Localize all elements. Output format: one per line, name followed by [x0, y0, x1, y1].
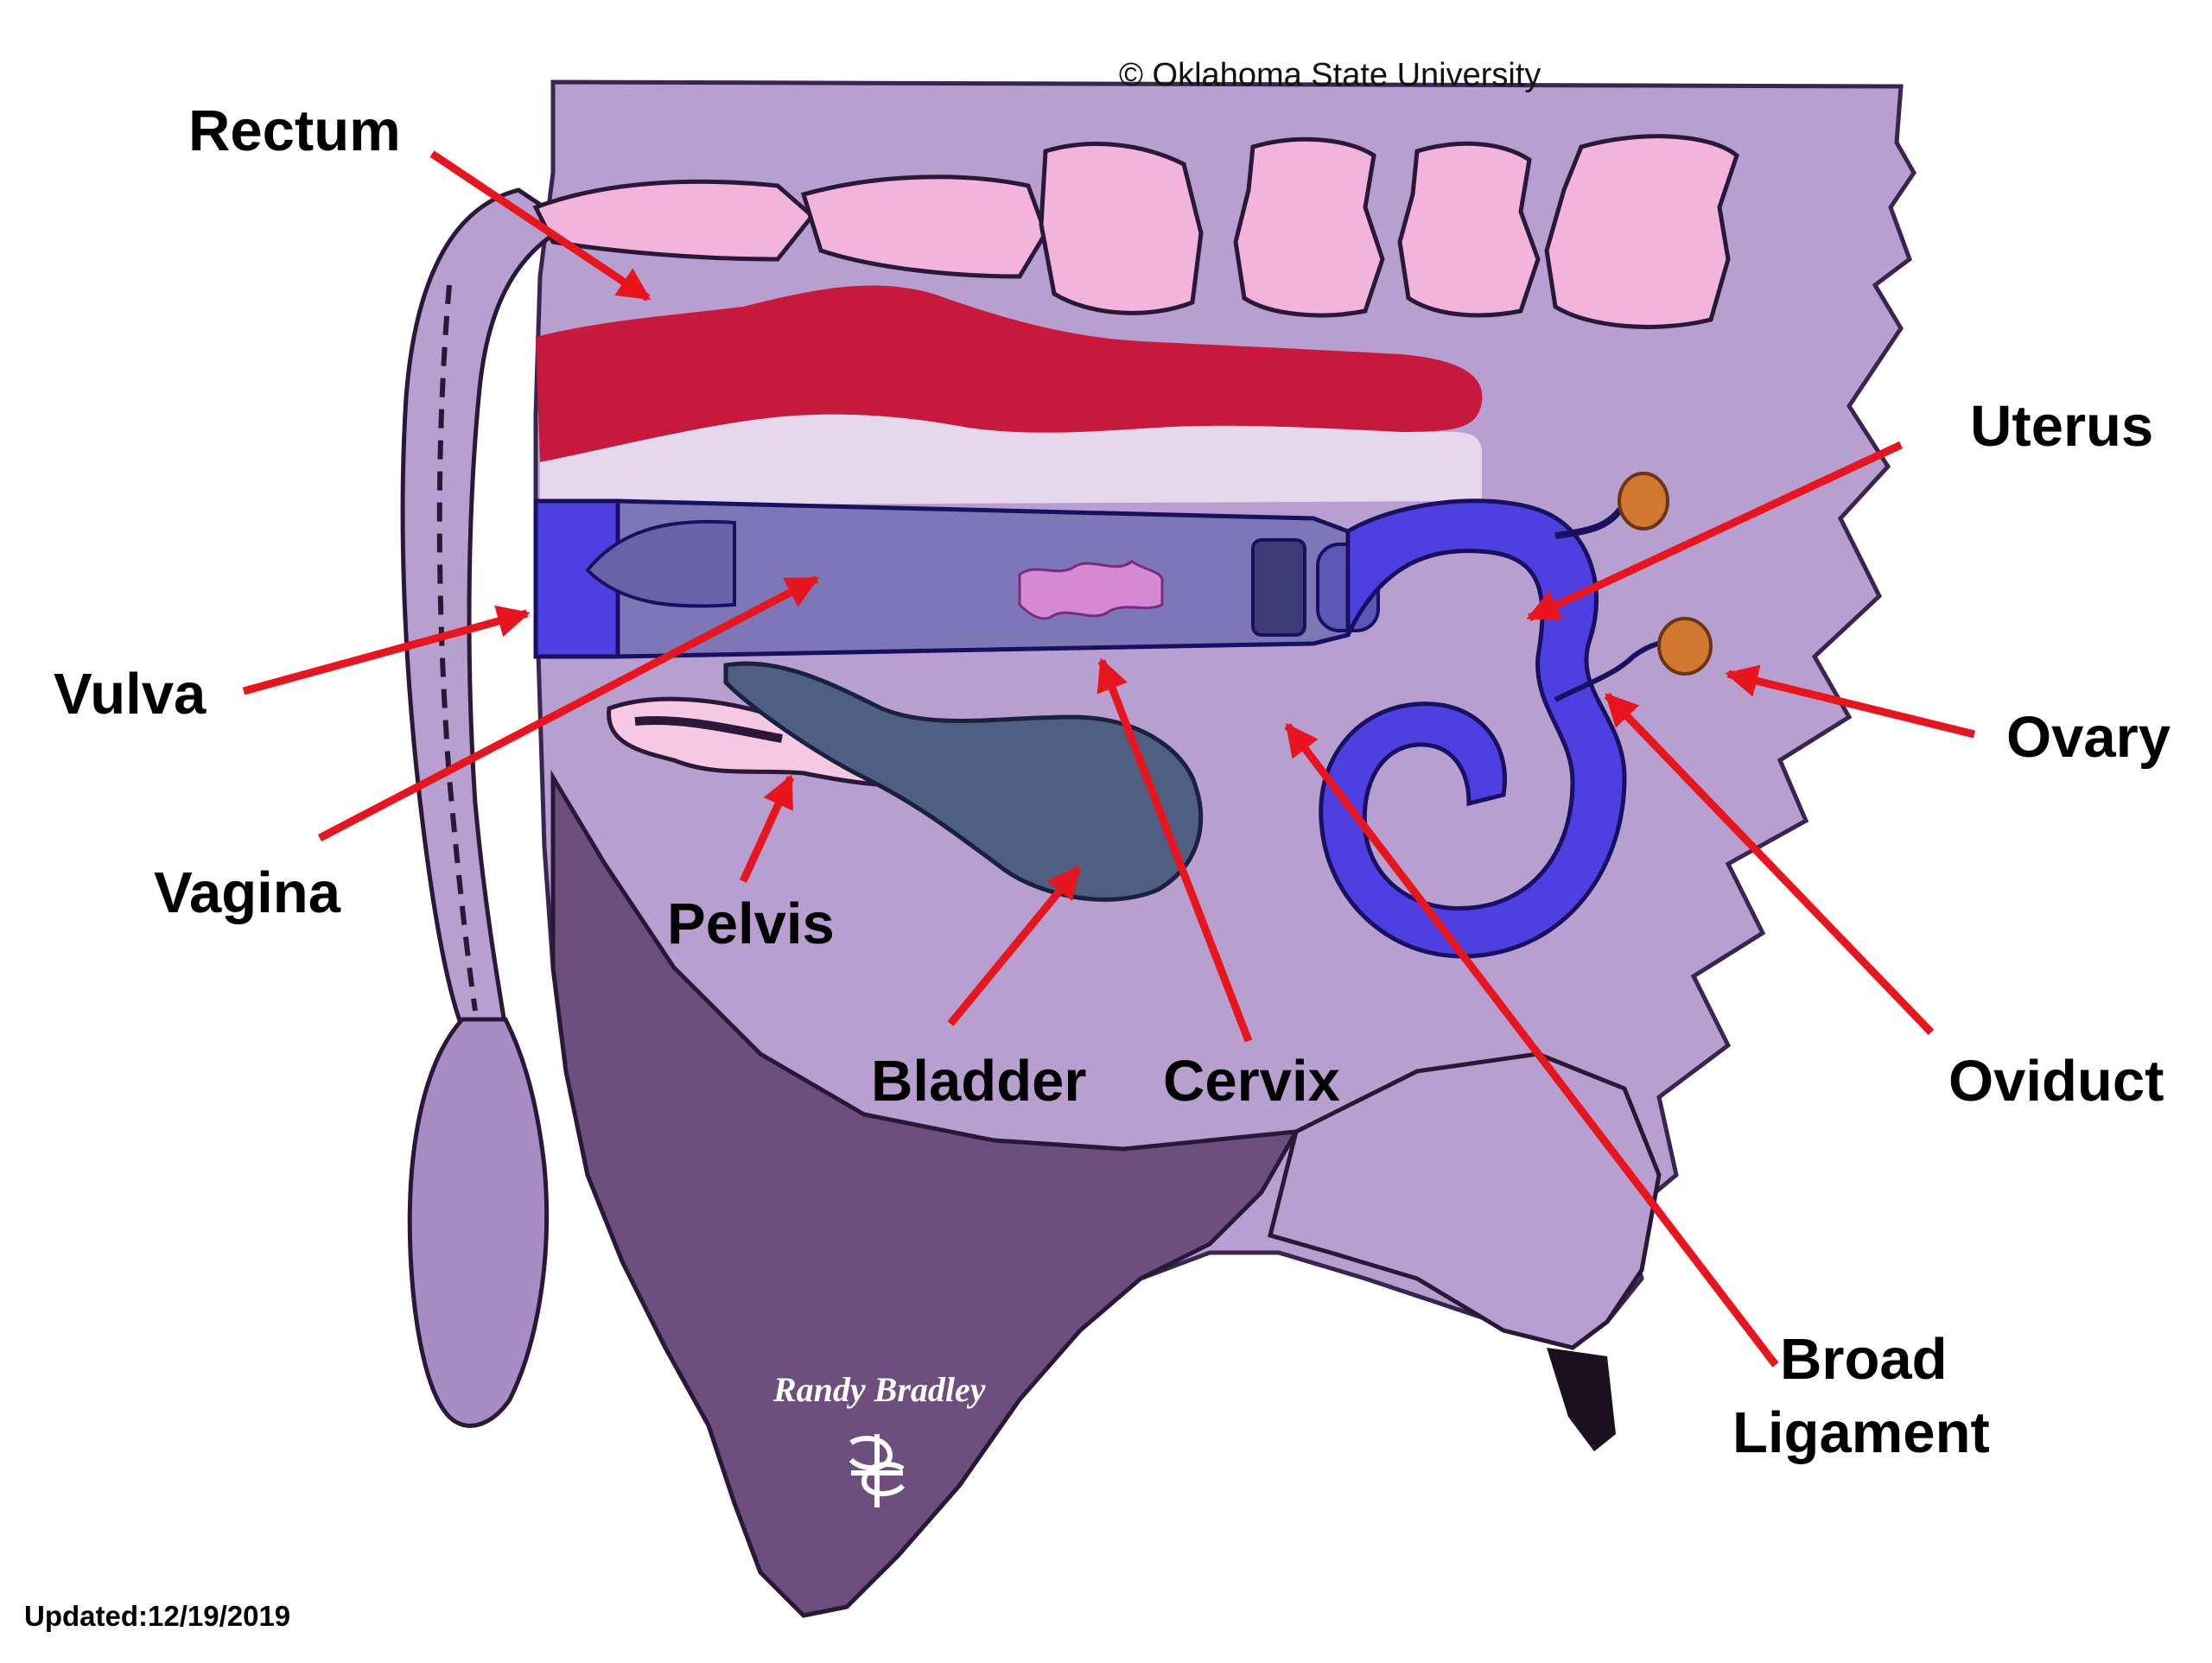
label-ovary: Ovary	[2006, 705, 2171, 770]
ovary-left	[1618, 472, 1669, 530]
annotation-arrows	[242, 150, 1976, 1368]
spine	[532, 134, 1739, 329]
artist-signature: Randy Bradley	[773, 1370, 986, 1409]
rectum-organ	[536, 285, 1483, 462]
label-cervix: Cervix	[1163, 1049, 1340, 1114]
label-ligament: Ligament	[1732, 1400, 1990, 1465]
vagina-inner-fold	[585, 519, 736, 608]
tail-switch	[407, 1017, 550, 1428]
bladder-organ	[723, 661, 1204, 902]
arrow-bladder	[947, 866, 1082, 1026]
artist-logo	[849, 1434, 906, 1507]
arrow-rectum	[429, 150, 652, 301]
arrow-pelvis	[739, 774, 795, 883]
label-uterus: Uterus	[1970, 394, 2154, 459]
arrow-vagina	[317, 575, 820, 841]
leg-shadow	[550, 769, 1300, 1618]
cervix-folds	[1018, 560, 1164, 620]
ovary-right	[1657, 617, 1713, 676]
tail-vertebrae	[436, 284, 478, 1012]
arrow-oviduct	[1604, 692, 1935, 1036]
arrow-ovary	[1725, 664, 1976, 739]
upper-oviduct	[1554, 507, 1624, 539]
label-oviduct: Oviduct	[1948, 1049, 2164, 1114]
label-rectum: Rectum	[188, 98, 401, 163]
updated-date: Updated:12/19/2019	[24, 1600, 291, 1632]
arrow-uterus	[1526, 441, 1903, 622]
arrow-vulva	[242, 605, 531, 695]
label-bladder: Bladder	[871, 1049, 1087, 1114]
connective-tissue	[540, 414, 1482, 505]
teat	[1547, 1348, 1616, 1451]
pelvis-inner-line	[634, 716, 783, 743]
label-vulva: Vulva	[54, 662, 207, 727]
arrow-broad-ligament	[1284, 722, 1779, 1368]
cervix-ring-1	[1251, 538, 1306, 637]
copyright-notice: © Oklahoma State University	[1119, 57, 1541, 93]
arrow-cervix	[1096, 657, 1253, 1043]
label-pelvis: Pelvis	[667, 892, 835, 956]
label-broad: Broad	[1780, 1327, 1948, 1392]
label-vagina: Vagina	[154, 860, 340, 925]
vulva-organ	[533, 498, 620, 659]
